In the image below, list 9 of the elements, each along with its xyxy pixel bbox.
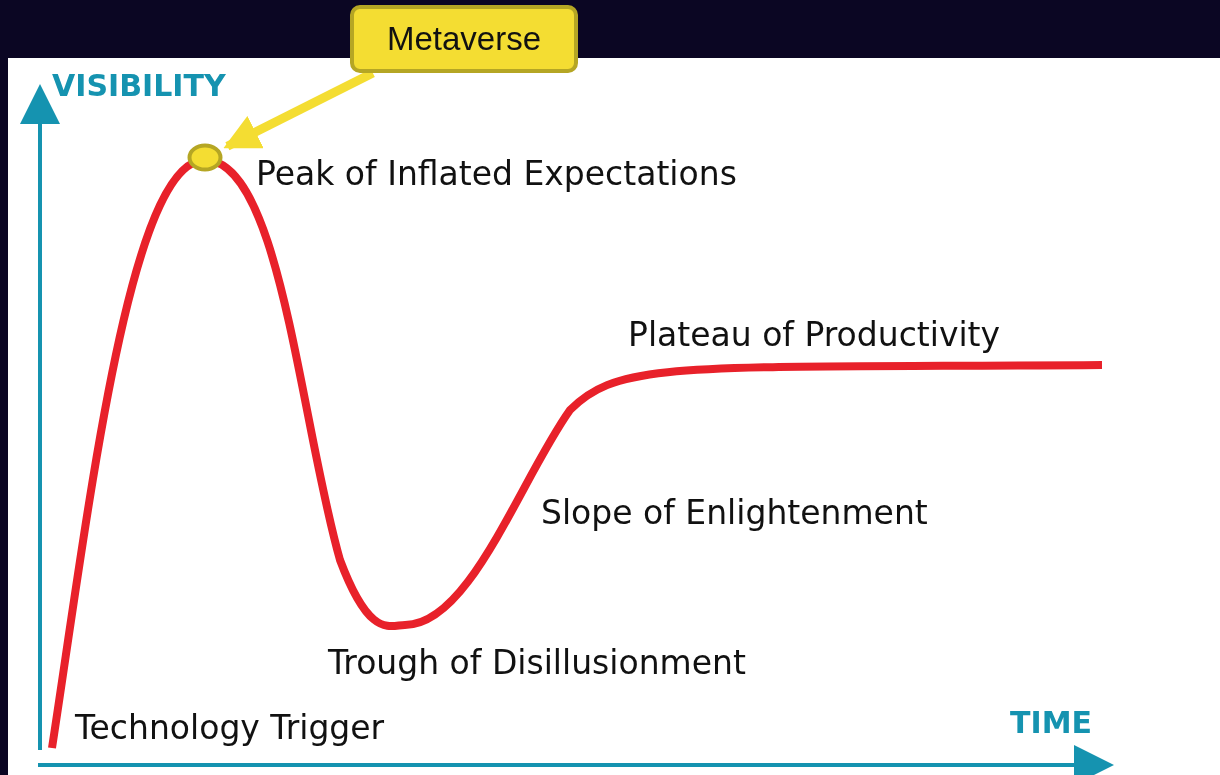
axis-label: TIME (1010, 705, 1092, 740)
stage-label: Plateau of Productivity (628, 315, 1001, 354)
axis-label: VISIBILITY (52, 68, 226, 103)
stage-label: Trough of Disillusionment (328, 643, 746, 682)
stage-label: Technology Trigger (75, 708, 385, 747)
stage-label: Peak of Inflated Expectations (256, 154, 737, 193)
marker-dot (187, 143, 223, 172)
stage-label: Slope of Enlightenment (541, 493, 928, 532)
callout-box: Metaverse (350, 5, 578, 73)
